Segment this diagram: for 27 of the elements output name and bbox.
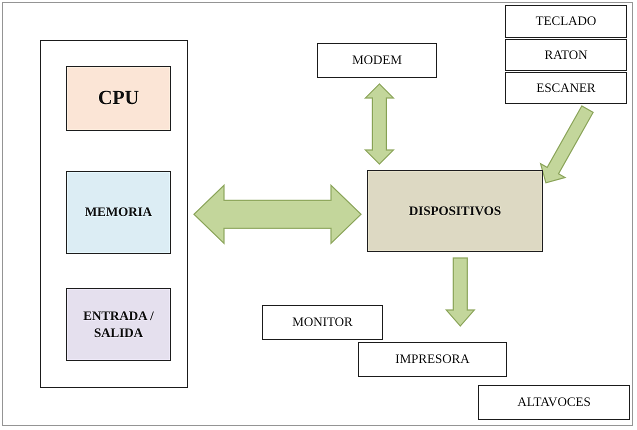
box-label: MODEM — [352, 52, 402, 69]
box-label: ENTRADA / SALIDA — [82, 308, 155, 341]
box-label: IMPRESORA — [395, 351, 470, 368]
box-label: MEMORIA — [84, 204, 152, 221]
box-label: MONITOR — [292, 314, 353, 331]
component-box — [505, 39, 627, 71]
box-label: ESCANER — [536, 80, 596, 96]
box-label: DISPOSITIVOS — [408, 202, 502, 220]
component-box — [66, 171, 171, 254]
component-box — [262, 305, 383, 340]
component-box — [66, 66, 171, 131]
component-box — [317, 43, 437, 78]
component-box — [505, 72, 627, 104]
component-box — [478, 385, 630, 420]
box-label: TECLADO — [536, 13, 596, 30]
component-box — [367, 170, 543, 252]
block-arrow — [540, 105, 594, 184]
system-panel — [40, 40, 188, 388]
box-label: ALTAVOCES — [517, 394, 591, 411]
block-arrow — [193, 184, 362, 245]
box-label: CPU — [98, 86, 140, 111]
box-label: RATON — [544, 46, 588, 64]
component-box — [66, 288, 171, 361]
component-box — [358, 342, 507, 377]
block-arrow — [444, 257, 476, 327]
block-arrow — [364, 83, 395, 165]
component-box — [505, 5, 627, 38]
